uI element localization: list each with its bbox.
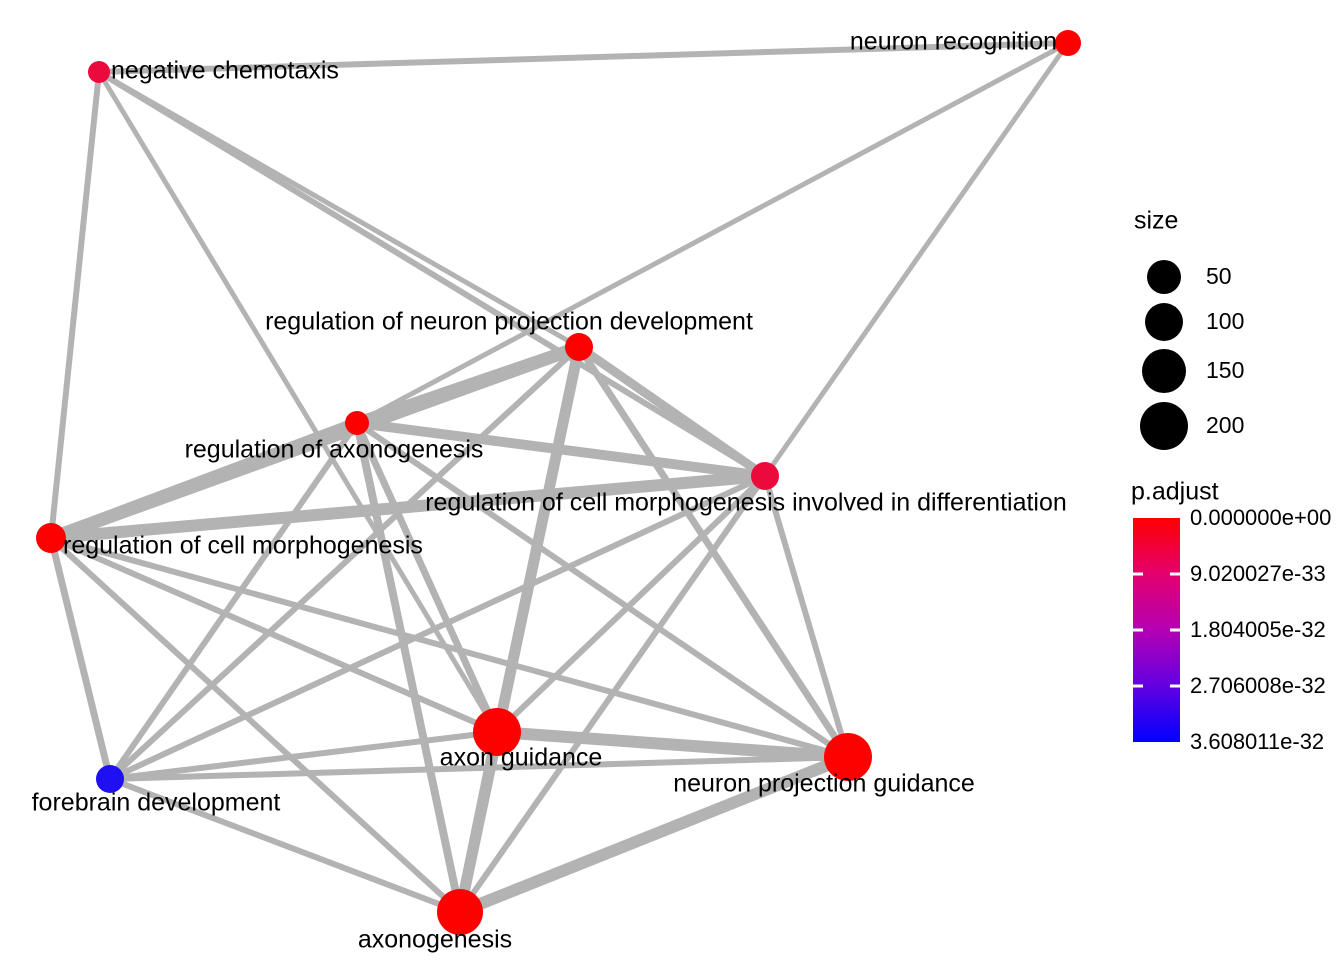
network-edges-layer bbox=[47, 40, 1071, 918]
node-label-regulation-of-neuron-projection-development: regulation of neuron projection developm… bbox=[265, 308, 753, 336]
node-label-forebrain-development: forebrain development bbox=[32, 789, 281, 817]
network-edge bbox=[576, 343, 768, 480]
network-node-forebrain-development[interactable] bbox=[96, 765, 124, 793]
network-edge bbox=[457, 751, 851, 918]
network-nodes-layer bbox=[36, 30, 1081, 935]
network-edge bbox=[109, 729, 498, 782]
p-adjust-tick-label: 1.804005e-32 bbox=[1190, 617, 1326, 642]
network-edge bbox=[494, 473, 768, 735]
network-node-regulation-of-neuron-projection-development[interactable] bbox=[565, 333, 593, 361]
node-label-regulation-of-axonogenesis: regulation of axonogenesis bbox=[185, 436, 484, 464]
node-label-regulation-of-cell-morphogenesis-involved-in-differentiation: regulation of cell morphogenesis involve… bbox=[425, 489, 1067, 517]
size-legend: size 50 100 150 200 bbox=[1134, 207, 1244, 450]
node-label-neuron-recognition: neuron recognition bbox=[850, 28, 1057, 56]
network-edge bbox=[353, 421, 501, 734]
network-edge bbox=[48, 417, 360, 544]
p-adjust-legend-title: p.adjust bbox=[1131, 478, 1219, 506]
size-legend-label-100: 100 bbox=[1206, 308, 1244, 334]
size-legend-swatch-50 bbox=[1147, 260, 1181, 294]
p-adjust-tick-label: 2.706008e-32 bbox=[1190, 673, 1326, 698]
node-label-neuron-projection-guidance: neuron projection guidance bbox=[673, 770, 975, 798]
network-edge bbox=[108, 776, 462, 915]
size-legend-swatch-150 bbox=[1142, 349, 1186, 393]
p-adjust-tick-label: 0.000000e+00 bbox=[1190, 505, 1331, 530]
size-legend-title: size bbox=[1134, 207, 1178, 235]
size-legend-swatch-200 bbox=[1140, 402, 1188, 450]
network-edge bbox=[97, 69, 767, 479]
network-node-labels-layer: negative chemotaxis neuron recognition reg… bbox=[32, 28, 1067, 954]
network-edge bbox=[356, 418, 766, 481]
network-edge bbox=[49, 535, 499, 735]
node-label-axonogenesis: axonogenesis bbox=[358, 926, 512, 954]
p-adjust-tick-label: 9.020027e-33 bbox=[1190, 561, 1326, 586]
network-node-axon-guidance[interactable] bbox=[473, 708, 521, 756]
network-edge bbox=[454, 730, 503, 914]
network-edge bbox=[762, 475, 851, 758]
network-edge bbox=[355, 40, 1070, 426]
size-legend-label-200: 200 bbox=[1206, 412, 1244, 438]
network-node-negative-chemotaxis[interactable] bbox=[88, 61, 110, 83]
p-adjust-tick-label: 3.608011e-32 bbox=[1190, 729, 1324, 754]
network-edge bbox=[50, 470, 766, 544]
size-legend-label-50: 50 bbox=[1206, 263, 1232, 289]
node-label-axon-guidance: axon guidance bbox=[440, 744, 603, 772]
network-edge bbox=[109, 754, 849, 782]
network-node-neuron-recognition[interactable] bbox=[1055, 30, 1081, 56]
network-edge bbox=[48, 71, 102, 539]
network-edge bbox=[50, 535, 849, 760]
network-edge bbox=[107, 344, 582, 782]
network-edge bbox=[96, 70, 500, 734]
network-edge bbox=[355, 420, 850, 760]
network-edge bbox=[98, 40, 1069, 75]
network-edge bbox=[107, 421, 360, 781]
network-node-axonogenesis[interactable] bbox=[437, 889, 483, 935]
network-node-regulation-of-cell-morphogenesis-involved-in-differentiation[interactable] bbox=[751, 462, 779, 490]
network-edge bbox=[762, 41, 1071, 478]
network-node-neuron-projection-guidance[interactable] bbox=[824, 733, 872, 781]
size-legend-swatch-100 bbox=[1145, 303, 1183, 341]
size-legend-label-150: 150 bbox=[1206, 357, 1244, 383]
network-edge bbox=[496, 726, 849, 763]
network-node-regulation-of-axonogenesis[interactable] bbox=[345, 411, 369, 435]
network-edge bbox=[108, 473, 767, 782]
network-edge bbox=[48, 535, 463, 915]
node-label-negative-chemotaxis: negative chemotaxis bbox=[111, 57, 339, 85]
network-edge bbox=[47, 537, 114, 780]
network-node-regulation-of-cell-morphogenesis[interactable] bbox=[36, 523, 66, 553]
node-label-regulation-of-cell-morphogenesis: regulation of cell morphogenesis bbox=[63, 532, 423, 560]
